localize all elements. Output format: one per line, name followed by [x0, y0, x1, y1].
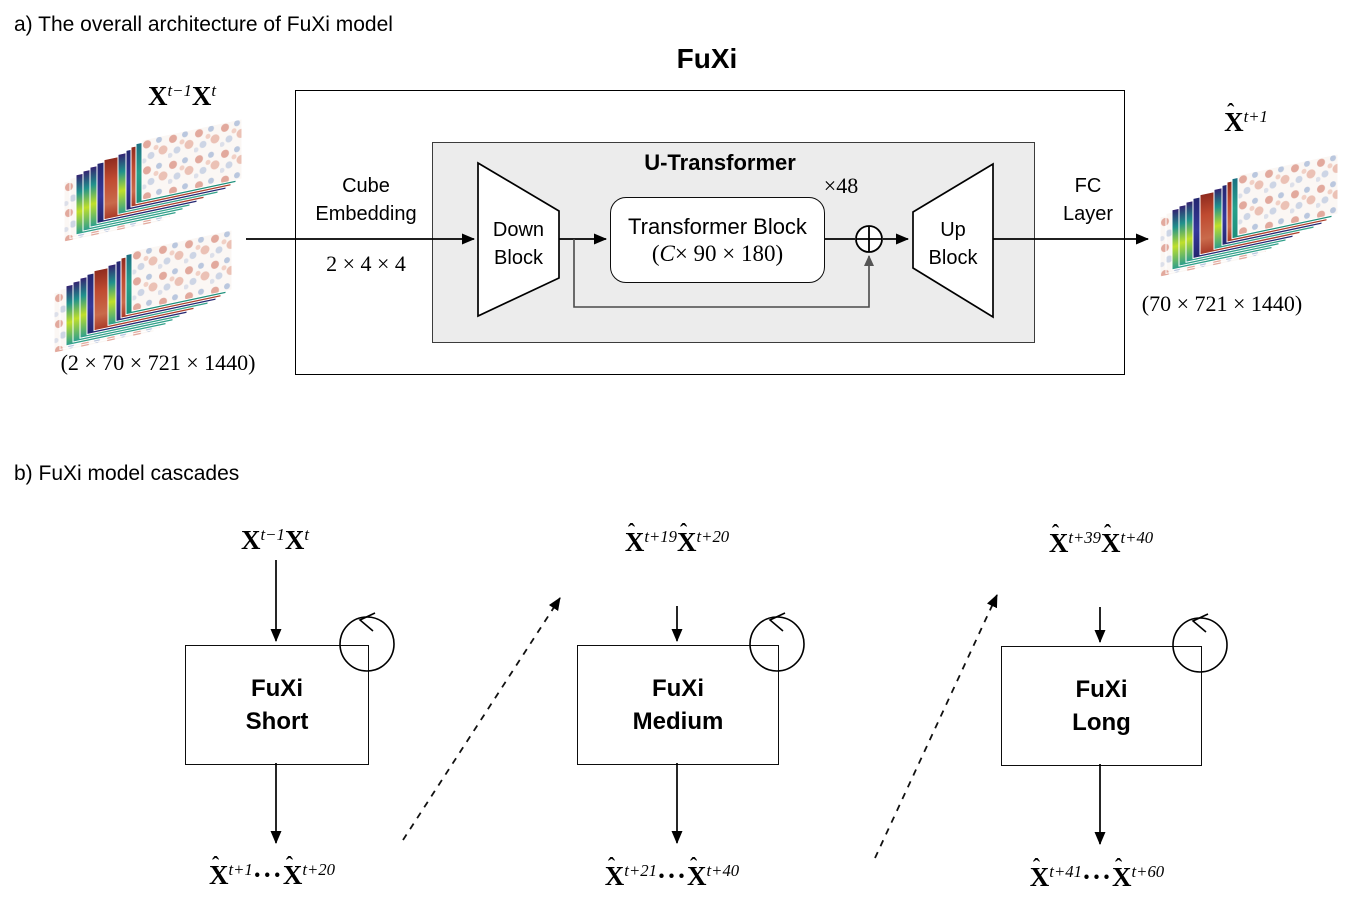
input-tensor-label: Xt−1Xt — [148, 80, 216, 111]
fuxi-long-box: FuXi Long — [1001, 646, 1202, 766]
input-tensor-stack-bottom — [53, 229, 233, 354]
input-tensor-stack-top — [63, 118, 243, 243]
cube-embedding-dims: 2 × 4 × 4 — [326, 251, 406, 276]
transformer-block-label: Transformer Block — [628, 213, 807, 239]
down-block-label: Down Block — [492, 219, 545, 269]
input-tensor-dims: (2 × 70 × 721 × 1440) — [60, 350, 256, 375]
fc-layer-label: FC Layer — [1062, 175, 1114, 225]
cascade-arrow-medium-to-long — [874, 594, 998, 859]
fuxi-long-label: FuXi Long — [1072, 676, 1131, 736]
fuxi-medium-label: FuXi Medium — [632, 675, 724, 735]
u-transformer-title: U-Transformer — [644, 150, 796, 175]
section-b-title: b) FuXi model cascades — [14, 462, 240, 485]
fuxi-outer-box — [295, 90, 1125, 375]
transformer-block-box: Transformer Block (C × 90 × 180) — [610, 197, 825, 283]
output-tensor-stack — [1159, 153, 1339, 278]
fuxi-medium-box: FuXi Medium — [577, 645, 779, 765]
short-input-label: Xt−1Xt — [241, 524, 309, 555]
repeat-48-label: ×48 — [823, 173, 859, 198]
transformer-block-dims: (C × 90 × 180) — [651, 240, 784, 266]
fuxi-short-label: FuXi Short — [245, 675, 309, 735]
fuxi-short-box: FuXi Short — [185, 645, 369, 765]
cascade-arrow-short-to-medium — [402, 597, 561, 841]
output-tensor-dims: (70 × 721 × 1440) — [1141, 291, 1303, 316]
up-block-label: Up Block — [928, 219, 978, 269]
cube-embedding-label: Cube Embedding — [315, 175, 417, 225]
section-a-title: a) The overall architecture of FuXi mode… — [14, 13, 393, 36]
fuxi-model-title: FuXi — [676, 43, 738, 74]
